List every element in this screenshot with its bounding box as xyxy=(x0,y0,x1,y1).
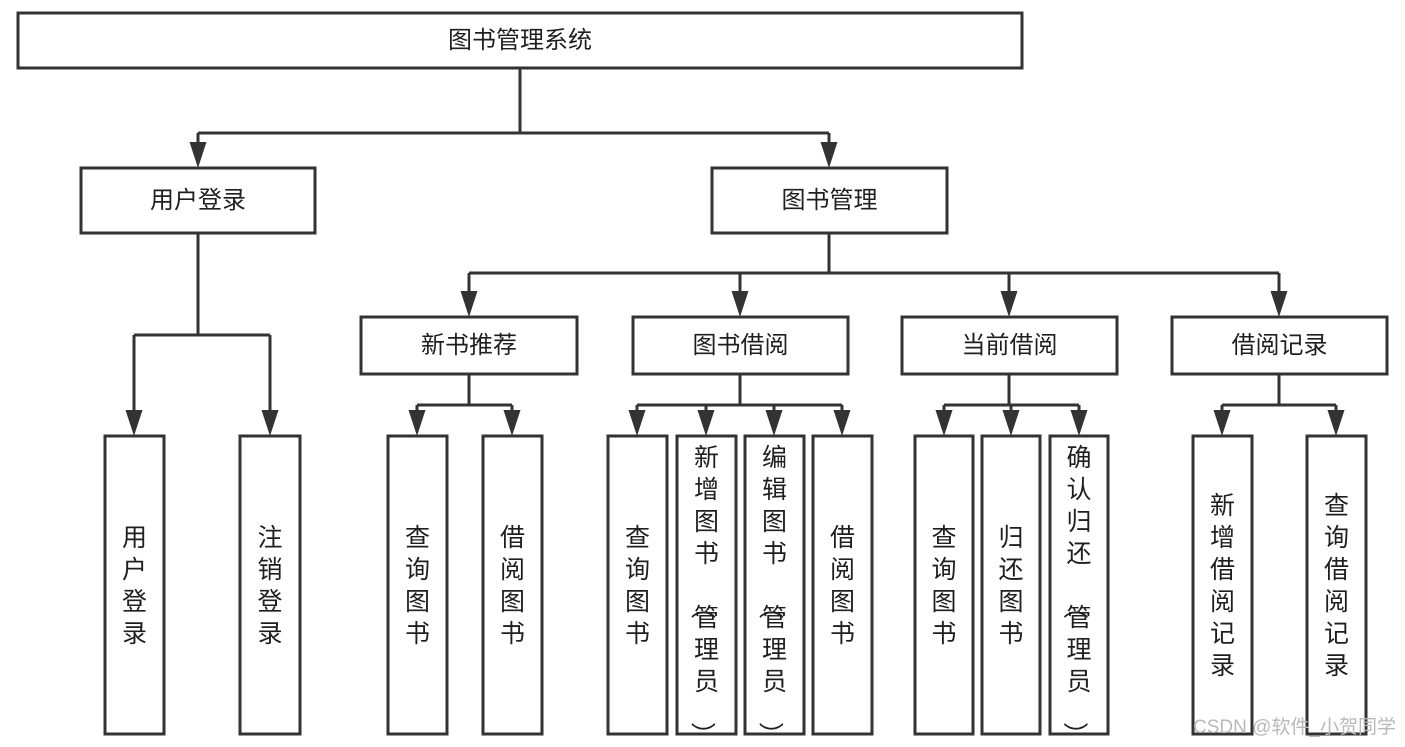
connector-record xyxy=(1213,374,1345,436)
node-leaf-logout[interactable]: 注销登录 xyxy=(238,434,302,736)
arrow-head-icon xyxy=(503,410,521,436)
nodes-layer: 图书管理系统用户登录图书管理新书推荐图书借阅当前借阅借阅记录用户登录注销登录查询… xyxy=(16,11,1389,747)
arrow-head-icon xyxy=(460,291,478,317)
connector-newbook xyxy=(408,374,521,436)
node-box[interactable] xyxy=(913,434,975,736)
node-label: 编辑图书（管理员） xyxy=(756,444,787,747)
node-label: 图书管理 xyxy=(782,187,878,214)
node-record[interactable]: 借阅记录 xyxy=(1170,315,1389,376)
node-box[interactable] xyxy=(606,434,669,736)
arrow-head-icon xyxy=(125,410,143,436)
node-box[interactable] xyxy=(16,11,1024,70)
arrow-head-icon xyxy=(935,410,953,436)
node-leaf-query-book-new[interactable]: 查询图书 xyxy=(386,434,449,736)
connector-current xyxy=(935,374,1088,436)
node-leaf-borrow-book[interactable]: 借阅图书 xyxy=(811,434,874,736)
node-box[interactable] xyxy=(1170,315,1389,376)
node-login[interactable]: 用户登录 xyxy=(79,166,317,235)
arrow-head-icon xyxy=(261,410,279,436)
node-box[interactable] xyxy=(359,315,579,376)
node-label: 查询借阅记录 xyxy=(1324,492,1349,680)
arrow-head-icon xyxy=(1002,410,1020,436)
connector-login xyxy=(125,233,279,436)
node-label: 新增图书（管理员） xyxy=(688,444,719,747)
node-box[interactable] xyxy=(79,166,317,235)
node-label: 借阅记录 xyxy=(1232,332,1328,359)
arrow-head-icon xyxy=(1213,410,1231,436)
node-box[interactable] xyxy=(900,315,1119,376)
arrow-head-icon xyxy=(408,410,426,436)
node-label: 图书管理系统 xyxy=(448,27,592,54)
connector-borrow xyxy=(628,374,851,436)
arrow-head-icon xyxy=(1000,291,1018,317)
node-box[interactable] xyxy=(1305,434,1368,736)
node-box[interactable] xyxy=(481,434,544,736)
node-label: 查询图书 xyxy=(625,524,650,648)
node-leaf-query-book[interactable]: 查询图书 xyxy=(606,434,669,736)
node-leaf-query-record[interactable]: 查询借阅记录 xyxy=(1305,434,1368,736)
node-label: 新书推荐 xyxy=(421,332,517,359)
node-label: 确认归还（管理员） xyxy=(1060,444,1091,747)
node-root[interactable]: 图书管理系统 xyxy=(16,11,1024,70)
node-label: 注销登录 xyxy=(257,524,282,648)
arrow-head-icon xyxy=(1270,291,1288,317)
arrow-head-icon xyxy=(765,410,783,436)
node-leaf-confirm-return[interactable]: 确认归还（管理员） xyxy=(1048,434,1110,747)
node-borrow[interactable]: 图书借阅 xyxy=(631,315,850,376)
node-leaf-borrow-book-new[interactable]: 借阅图书 xyxy=(481,434,544,736)
node-label: 当前借阅 xyxy=(962,332,1058,359)
arrow-head-icon xyxy=(1070,410,1088,436)
node-leaf-return-book[interactable]: 归还图书 xyxy=(980,434,1042,736)
connector-root xyxy=(189,68,838,168)
node-leaf-edit-book[interactable]: 编辑图书（管理员） xyxy=(743,434,806,747)
arrow-head-icon xyxy=(731,291,749,317)
node-label: 用户登录 xyxy=(122,524,147,648)
connectors-layer xyxy=(125,68,1345,436)
csdn-watermark: CSDN @软件_小贺同学 xyxy=(1193,716,1396,738)
node-label: 归还图书 xyxy=(998,524,1023,648)
node-label: 图书借阅 xyxy=(693,332,789,359)
node-box[interactable] xyxy=(710,166,949,235)
node-box[interactable] xyxy=(811,434,874,736)
node-leaf-user-login[interactable]: 用户登录 xyxy=(103,434,166,736)
node-newbook[interactable]: 新书推荐 xyxy=(359,315,579,376)
node-box[interactable] xyxy=(631,315,850,376)
node-label: 用户登录 xyxy=(150,187,246,214)
node-label: 查询图书 xyxy=(931,524,956,648)
node-leaf-add-record[interactable]: 新增借阅记录 xyxy=(1191,434,1254,736)
arrow-head-icon xyxy=(628,410,646,436)
node-box[interactable] xyxy=(980,434,1042,736)
node-box[interactable] xyxy=(103,434,166,736)
node-label: 新增借阅记录 xyxy=(1210,492,1235,680)
node-box[interactable] xyxy=(743,434,806,736)
node-box[interactable] xyxy=(1048,434,1110,736)
node-box[interactable] xyxy=(1191,434,1254,736)
connector-bookmgmt xyxy=(460,233,1288,317)
arrow-head-icon xyxy=(833,410,851,436)
node-leaf-query-book-cur[interactable]: 查询图书 xyxy=(913,434,975,736)
arrow-head-icon xyxy=(697,410,715,436)
node-leaf-add-book[interactable]: 新增图书（管理员） xyxy=(675,434,738,747)
node-box[interactable] xyxy=(238,434,302,736)
node-label: 查询图书 xyxy=(405,524,430,648)
node-label: 借阅图书 xyxy=(830,524,855,648)
node-bookmgmt[interactable]: 图书管理 xyxy=(710,166,949,235)
node-current[interactable]: 当前借阅 xyxy=(900,315,1119,376)
arrow-head-icon xyxy=(820,142,838,168)
arrow-head-icon xyxy=(189,142,207,168)
node-box[interactable] xyxy=(675,434,738,736)
node-box[interactable] xyxy=(386,434,449,736)
node-label: 借阅图书 xyxy=(500,524,525,648)
arrow-head-icon xyxy=(1327,410,1345,436)
